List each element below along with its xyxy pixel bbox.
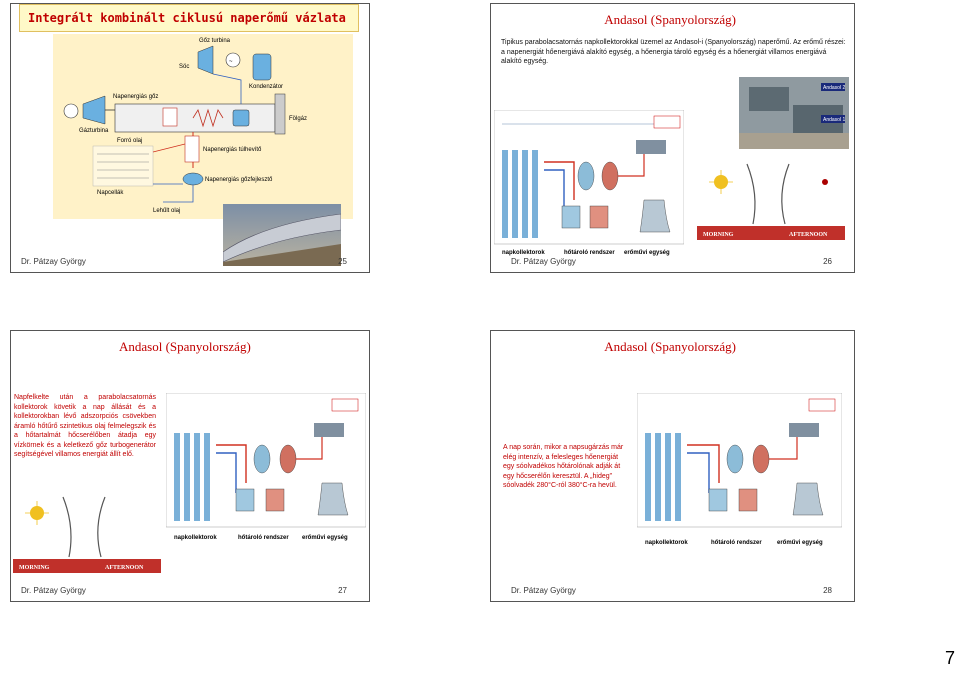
- combined-cycle-diagram: ~ Gőz turbina Söc Kondenzátor: [53, 34, 353, 219]
- caption-collectors: napkollektorok: [645, 540, 688, 546]
- slide-body: Tipikus parabolacsatornás napkollektorok…: [501, 38, 846, 67]
- slide-28: Andasol (Spanyolország) A nap során, mik…: [490, 330, 855, 602]
- schematic-captions: napkollektorok hőtároló rendszer erőművi…: [166, 531, 366, 545]
- author: Dr. Pátzay György: [511, 586, 576, 595]
- slide-number: 27: [338, 586, 347, 595]
- andasol-schematic: [494, 110, 684, 256]
- author: Dr. Pátzay György: [511, 257, 576, 266]
- author: Dr. Pátzay György: [21, 257, 86, 266]
- caption-power-block: erőművi egység: [624, 250, 670, 256]
- slide-body: A nap során, mikor a napsugárzás már elé…: [503, 443, 631, 491]
- trough-photo: [223, 204, 341, 266]
- caption-collectors: napkollektorok: [174, 535, 217, 541]
- caption-power-block: erőművi egység: [777, 540, 823, 546]
- caption-storage: hőtároló rendszer: [238, 535, 289, 541]
- svg-text:Andasol 2: Andasol 2: [823, 85, 845, 91]
- svg-text:Andasol 1: Andasol 1: [823, 117, 845, 123]
- label-solar-heater: Napenergiás túlhevítő: [203, 147, 262, 153]
- svg-text:~: ~: [229, 59, 233, 65]
- slide-27: Andasol (Spanyolország) Napfelkelte után…: [10, 330, 370, 602]
- label-steam-turbine: Gőz turbina: [199, 38, 231, 44]
- andasol-schematic: [166, 393, 366, 539]
- slide-title-text: Integrált kombinált ciklusú naperőmű váz…: [28, 11, 346, 25]
- caption-storage: hőtároló rendszer: [711, 540, 762, 546]
- slide-26: Andasol (Spanyolország) Tipikus parabola…: [490, 3, 855, 273]
- label-solar-steam-gen: Napenergiás gőzfejlesztő: [205, 177, 273, 183]
- label-afternoon: AFTERNOON: [105, 565, 144, 571]
- label-hot-oil: Forró olaj: [117, 138, 142, 144]
- slide-body: Napfelkelte után a parabolacsatornás kol…: [14, 393, 156, 460]
- label-cooled-oil: Lehűlt olaj: [153, 208, 180, 214]
- slide-number: 25: [338, 257, 347, 266]
- author: Dr. Pátzay György: [21, 586, 86, 595]
- label-soc: Söc: [179, 64, 189, 70]
- label-morning: MORNING: [19, 565, 50, 571]
- page-number: 7: [945, 648, 955, 669]
- slide-title: Andasol (Spanyolország): [119, 339, 251, 355]
- slide-title: Integrált kombinált ciklusú naperőmű váz…: [19, 4, 359, 32]
- label-afternoon: AFTERNOON: [789, 232, 828, 238]
- aerial-photo: Andasol 2 Andasol 1: [739, 77, 849, 149]
- slide-title: Andasol (Spanyolország): [604, 12, 736, 28]
- label-gas-turbine: Gázturbina: [79, 128, 109, 134]
- caption-power-block: erőművi egység: [302, 535, 348, 541]
- slide-number: 28: [823, 586, 832, 595]
- caption-collectors: napkollektorok: [502, 250, 545, 256]
- slide-number: 26: [823, 257, 832, 266]
- schematic-captions: napkollektorok hőtároló rendszer erőművi…: [637, 536, 842, 550]
- label-groundwater: Fölgáz: [289, 116, 307, 122]
- andasol-schematic: [637, 393, 842, 537]
- tracking-graphic: MORNING AFTERNOON: [13, 491, 161, 573]
- tracking-graphic: MORNING AFTERNOON: [697, 154, 845, 240]
- label-morning: MORNING: [703, 232, 734, 238]
- label-condenser: Kondenzátor: [249, 84, 283, 90]
- slide-title: Andasol (Spanyolország): [604, 339, 736, 355]
- label-collectors: Napcellák: [97, 190, 124, 196]
- slide-25: Integrált kombinált ciklusú naperőmű váz…: [10, 3, 370, 273]
- label-solar-steam: Napenergiás gőz: [113, 94, 158, 100]
- caption-storage: hőtároló rendszer: [564, 250, 615, 256]
